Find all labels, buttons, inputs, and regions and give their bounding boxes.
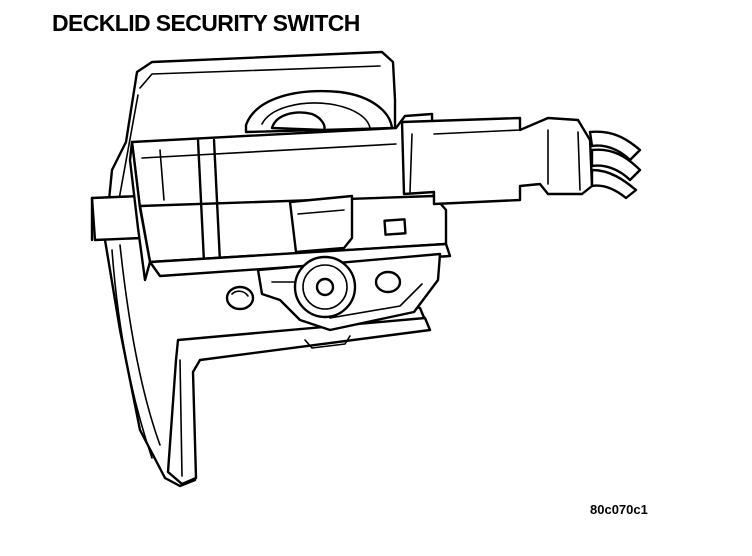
right-wires <box>588 130 642 200</box>
switch-body <box>128 112 452 282</box>
mount-plate <box>256 252 442 332</box>
bracket-hole <box>225 285 255 311</box>
switch-plunger <box>400 116 594 206</box>
pivot-boss <box>244 90 394 134</box>
diagram-title: DECKLID SECURITY SWITCH <box>52 10 360 36</box>
figure-code: 80c070c1 <box>590 502 648 517</box>
